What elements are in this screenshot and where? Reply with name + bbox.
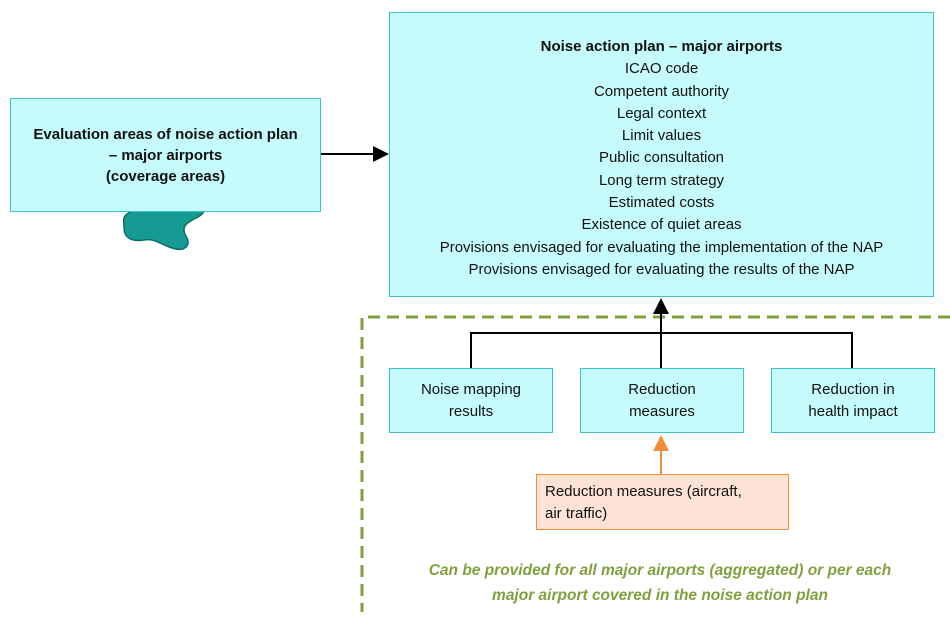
plan-item: Existence of quiet areas — [581, 216, 742, 234]
evaluation-line-2: – major airports — [108, 146, 223, 164]
plan-item: Provisions envisaged for evaluating the … — [468, 260, 855, 278]
plan-item: Estimated costs — [608, 194, 715, 212]
noise-mapping-line-1: Noise mapping — [420, 380, 522, 398]
aircraft-line-1: Reduction measures (aircraft, — [545, 483, 742, 500]
plan-item: Legal context — [616, 104, 707, 122]
aircraft-line-2: air traffic) — [545, 505, 608, 522]
plan-item: Long term strategy — [598, 171, 725, 189]
evaluation-areas-box: Evaluation areas of noise action plan – … — [10, 98, 321, 212]
plan-item: ICAO code — [624, 60, 699, 78]
noise-mapping-box: Noise mapping results — [389, 368, 553, 433]
aircraft-measures-box: Reduction measures (aircraft, air traffi… — [536, 474, 789, 530]
plan-title: Noise action plan – major airports — [540, 38, 783, 55]
noise-mapping-line-2: results — [448, 402, 494, 420]
noise-action-plan-box: Noise action plan – major airports ICAO … — [389, 12, 934, 297]
plan-item: Limit values — [621, 127, 702, 145]
aggregation-note: Can be provided for all major airports (… — [380, 558, 940, 608]
dashed-region-border — [360, 315, 950, 612]
reduction-measures-box: Reduction measures — [580, 368, 744, 433]
plan-item: Public consultation — [598, 149, 725, 167]
evaluation-line-3: (coverage areas) — [105, 167, 226, 185]
health-impact-box: Reduction in health impact — [771, 368, 935, 433]
note-line-2: major airport covered in the noise actio… — [492, 587, 828, 604]
plan-item: Competent authority — [593, 82, 730, 100]
reduction-measures-line-1: Reduction — [628, 380, 696, 398]
health-impact-line-2: health impact — [808, 402, 898, 420]
plan-item: Provisions envisaged for evaluating the … — [439, 238, 884, 256]
evaluation-line-1: Evaluation areas of noise action plan — [33, 125, 298, 143]
note-line-1: Can be provided for all major airports (… — [428, 562, 892, 579]
health-impact-line-1: Reduction in — [811, 380, 895, 398]
reduction-measures-line-2: measures — [629, 402, 695, 420]
